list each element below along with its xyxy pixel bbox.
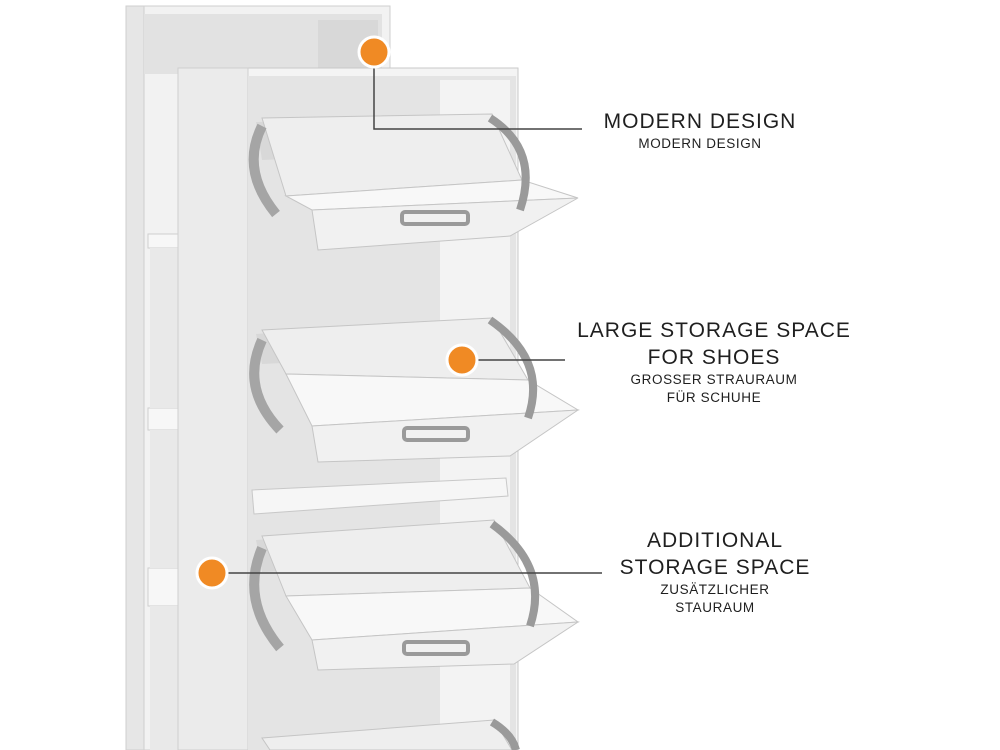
callout-additional-storage: ADDITIONAL STORAGE SPACE ZUSÄTZLICHER ST… <box>585 527 845 617</box>
hotspot-marker-icon <box>445 343 479 377</box>
callout-title: FOR SHOES <box>647 346 781 369</box>
hotspot-marker-icon <box>195 556 229 590</box>
callout-subtitle: MODERN DESIGN <box>638 136 762 151</box>
callout-large-storage: LARGE STORAGE SPACE FOR SHOES GROSSER ST… <box>555 317 873 407</box>
callout-title: MODERN DESIGN <box>603 110 797 133</box>
flip-drawer-handle-icon <box>402 426 470 442</box>
callout-title: ADDITIONAL <box>646 529 784 552</box>
callout-title: LARGE STORAGE SPACE <box>577 319 851 342</box>
callout-modern-design: MODERN DESIGN MODERN DESIGN <box>570 108 830 153</box>
flip-drawer-4 <box>261 718 520 750</box>
callout-leader-lines <box>212 64 602 574</box>
callout-subtitle: ZUSÄTZLICHER <box>660 582 770 597</box>
callout-subtitle: STAURAUM <box>675 600 755 615</box>
flip-drawer-handle-icon <box>402 640 470 656</box>
callout-subtitle: FÜR SCHUHE <box>666 390 762 405</box>
leader-line-1 <box>373 64 582 130</box>
hotspot-markers <box>195 35 479 590</box>
flip-drawer-handle-icon <box>400 210 470 226</box>
hotspot-marker-icon <box>357 35 391 69</box>
callout-subtitle: GROSSER STRAURAUM <box>630 372 798 387</box>
flip-drawer-3 <box>249 519 580 671</box>
callout-title: STORAGE SPACE <box>619 556 811 579</box>
